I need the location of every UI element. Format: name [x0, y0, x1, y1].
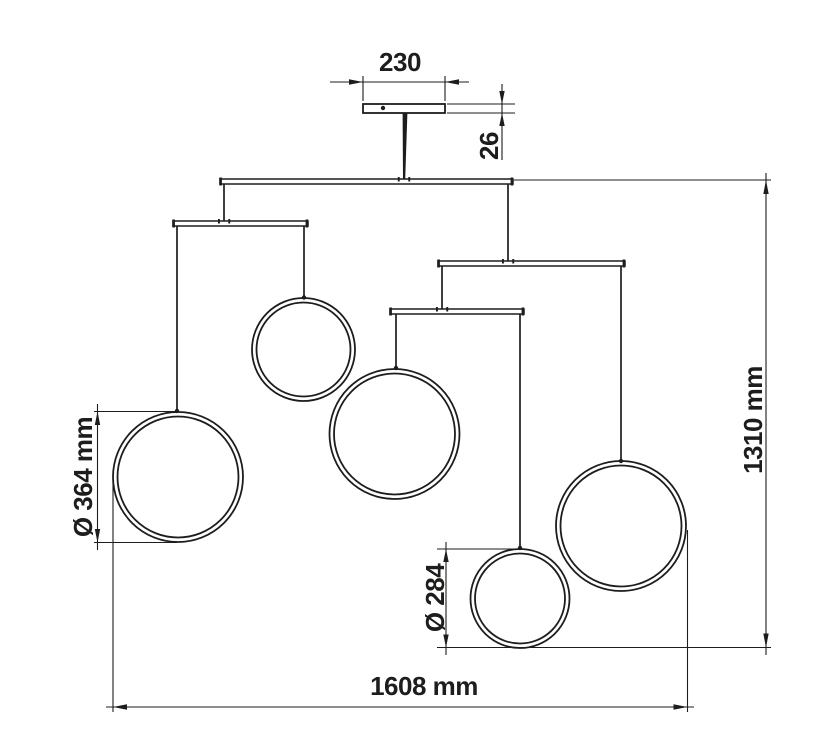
cord-connector-dot: [393, 365, 399, 371]
arrowhead: [445, 79, 459, 85]
suspension-frame: [172, 177, 626, 547]
bar-body: [389, 308, 525, 315]
suspension-bar-4: [389, 307, 525, 316]
canopy-screw-dot: [380, 105, 386, 111]
dim-overall-height: 1310 mm: [437, 173, 771, 655]
dim-canopy-height: 26: [447, 84, 515, 160]
arrowhead: [763, 633, 769, 648]
ring-inner: [116, 415, 240, 539]
bar-end-cap: [510, 177, 514, 186]
ring-inner: [333, 372, 456, 496]
ring-small-bottom: [469, 545, 571, 649]
bar-end-cap: [521, 307, 525, 316]
cord-connector-dot: [618, 458, 624, 464]
canopy-body: [362, 103, 446, 114]
ring-large-right: [555, 458, 687, 592]
ring-large-center: [328, 365, 461, 500]
hanger-clamp-tick: [436, 307, 438, 312]
ring-outer: [112, 411, 244, 543]
dim-label-overall-width: 1608 mm: [370, 671, 478, 701]
ring-small-upper: [251, 295, 356, 402]
ring-inner: [255, 301, 352, 398]
ceiling-canopy: [362, 103, 446, 179]
arrowhead: [763, 180, 769, 194]
suspension-bar-1: [219, 177, 514, 186]
canopy-stem: [402, 113, 408, 179]
arrowhead: [443, 634, 449, 648]
ring-outer: [469, 548, 571, 649]
arrowhead: [673, 704, 688, 710]
dim-ring-small: Ø 284: [420, 542, 521, 655]
ring-outer: [555, 460, 687, 592]
bar-body: [219, 178, 514, 185]
ring-outer: [251, 297, 356, 402]
hanger-clamp-tick: [397, 177, 400, 182]
bar-end-cap: [305, 219, 309, 228]
suspension-bar-2: [172, 219, 309, 228]
bar-body: [172, 220, 309, 227]
arrowhead: [349, 79, 363, 85]
cord-connector-dot: [301, 295, 307, 300]
dim-label-canopy-width: 230: [379, 47, 421, 77]
dim-label-overall-height: 1310 mm: [738, 366, 768, 474]
dim-label-canopy-height: 26: [474, 132, 504, 160]
arrowhead: [499, 113, 505, 126]
hanger-clamp-tick: [408, 177, 411, 182]
ring-inner: [559, 464, 683, 588]
hanger-clamp-tick: [512, 259, 515, 264]
dim-overall-width: 1608 mm: [106, 479, 694, 712]
bar-end-cap: [389, 307, 392, 316]
arrowhead: [113, 704, 127, 710]
arrowhead: [499, 91, 505, 104]
dim-ring-large: Ø 364 mm: [68, 404, 177, 550]
bar-end-cap: [172, 219, 175, 228]
arrowhead: [94, 411, 101, 425]
ring-inner: [474, 552, 566, 645]
hanger-clamp-tick: [446, 307, 449, 312]
arrowhead: [443, 549, 449, 562]
dim-canopy-width: 230: [330, 47, 469, 101]
hanger-clamp-tick: [228, 219, 231, 224]
arrowhead: [94, 529, 101, 543]
dim-label-ring-large: Ø 364 mm: [68, 417, 98, 537]
dim-label-ring-small: Ø 284: [420, 563, 450, 632]
ring-outer: [328, 368, 461, 500]
hanger-clamp-tick: [218, 219, 220, 224]
suspension-bar-3: [437, 259, 626, 268]
bar-end-cap: [622, 259, 626, 268]
bar-end-cap: [219, 177, 222, 186]
bar-end-cap: [437, 259, 440, 268]
ring-large-left: [112, 408, 244, 543]
bar-body: [437, 260, 626, 267]
hanger-clamp-tick: [502, 259, 504, 264]
